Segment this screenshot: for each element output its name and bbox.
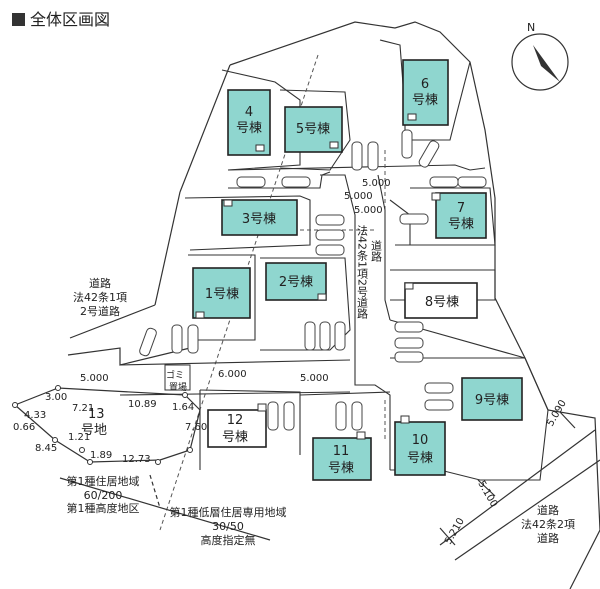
house-11-number: 11 xyxy=(333,444,350,459)
dim-label: 3.00 xyxy=(45,392,67,403)
house-8-label: 8号棟 xyxy=(425,295,459,310)
house-3-label: 3号棟 xyxy=(242,212,276,227)
house-12-label: 号棟 xyxy=(222,430,248,445)
title-square-icon xyxy=(12,13,25,26)
dim-label: 5.210 xyxy=(443,516,467,546)
road-label-center: 道路 法42条1項2号道路 xyxy=(356,224,383,320)
dim-label: 7.60 xyxy=(185,422,207,433)
dim-label: 6.000 xyxy=(218,369,247,380)
svg-text:第1種高度地区: 第1種高度地区 xyxy=(67,501,140,515)
house-4-label: 号棟 xyxy=(236,121,262,136)
dim-label: 12.73 xyxy=(122,454,151,465)
dim-label: 0.66 xyxy=(13,422,35,433)
lot-lines xyxy=(184,39,549,481)
zone-boundary xyxy=(59,474,271,541)
house-10-number: 10 xyxy=(412,433,429,448)
svg-text:道路: 道路 xyxy=(89,276,111,290)
svg-text:60/200: 60/200 xyxy=(84,489,123,502)
center-road-edges xyxy=(320,174,391,470)
road-label-bottom-right: 道路 法42条2項 道路 xyxy=(521,503,575,545)
house-6[interactable]: 6 号棟 xyxy=(402,59,449,126)
dim-label: 5.000 xyxy=(80,373,109,384)
boundary-west-upper xyxy=(179,64,231,193)
svg-text:法42条1項2号道路: 法42条1項2号道路 xyxy=(356,224,369,320)
house-7-label: 号棟 xyxy=(448,217,474,232)
north-compass: N xyxy=(511,21,569,91)
house-4[interactable]: 4 号棟 xyxy=(227,89,271,156)
house-4-number: 4 xyxy=(245,105,253,120)
site-boundary xyxy=(229,21,600,589)
dim-label: 5.100 xyxy=(475,479,499,509)
zone-label-right: 第1種低層住居専用地域 30/50 高度指定無 xyxy=(170,505,287,547)
lot-13-label: 号地 xyxy=(81,423,107,438)
house-3[interactable]: 3号棟 xyxy=(221,199,298,236)
house-6-label: 号棟 xyxy=(412,93,438,108)
house-12-number: 12 xyxy=(227,413,244,428)
house-10-label: 号棟 xyxy=(407,451,433,466)
compass-label: N xyxy=(527,21,535,34)
boundary-west-mid xyxy=(154,191,181,306)
svg-text:ゴミ: ゴミ xyxy=(166,369,184,381)
svg-text:法42条2項: 法42条2項 xyxy=(521,517,575,531)
lot-13: 13 号地 xyxy=(12,385,201,465)
dim-label: 7.21 xyxy=(72,403,94,414)
dim-label: 8.45 xyxy=(35,443,57,454)
compass-arrow-icon xyxy=(533,45,560,82)
house-2-label: 2号棟 xyxy=(279,275,313,290)
dim-label: 4.33 xyxy=(24,410,46,421)
compass-circle xyxy=(511,33,569,91)
svg-text:道路: 道路 xyxy=(370,239,383,263)
svg-text:道路: 道路 xyxy=(537,503,559,517)
boundary-left-road xyxy=(69,304,156,339)
zone-label-left: 第1種住居地域 60/200 第1種高度地区 xyxy=(67,474,140,515)
house-7[interactable]: 7 号棟 xyxy=(431,192,487,239)
svg-text:高度指定無: 高度指定無 xyxy=(201,533,256,547)
svg-text:置場: 置場 xyxy=(169,381,187,393)
road-bands xyxy=(119,359,351,396)
houses: 4 号棟 5号棟 6 号棟 3号棟 7 号棟 xyxy=(192,59,523,481)
dim-label: 5.000 xyxy=(362,178,391,189)
road-label-left: 道路 法42条1項 2号道路 xyxy=(73,276,127,318)
garbage-area: ゴミ 置場 xyxy=(164,364,191,393)
house-2[interactable]: 2号棟 xyxy=(265,262,327,301)
house-9[interactable]: 9号棟 xyxy=(461,377,523,421)
house-10[interactable]: 10 号棟 xyxy=(394,415,446,476)
svg-text:30/50: 30/50 xyxy=(212,520,244,533)
dim-label: 5.000 xyxy=(354,205,383,216)
page-title: 全体区画図 xyxy=(30,10,110,29)
dim-label: 5.000 xyxy=(300,373,329,384)
dim-label: 1.89 xyxy=(90,450,112,461)
dim-label: 10.89 xyxy=(128,399,157,410)
house-8[interactable]: 8号棟 xyxy=(404,282,478,319)
bottom-right-road xyxy=(439,411,600,561)
svg-text:2号道路: 2号道路 xyxy=(80,304,120,318)
svg-text:法42条1項: 法42条1項 xyxy=(73,290,127,304)
house-7-number: 7 xyxy=(457,201,465,216)
svg-text:第1種住居地域: 第1種住居地域 xyxy=(67,474,140,488)
lot-13-number: 13 xyxy=(88,407,105,422)
house-5[interactable]: 5号棟 xyxy=(284,106,343,153)
dim-label: 1.21 xyxy=(68,432,90,443)
house-12[interactable]: 12 号棟 xyxy=(207,403,267,448)
house-11-label: 号棟 xyxy=(328,461,354,476)
house-1-label: 1号棟 xyxy=(205,287,239,302)
svg-text:道路: 道路 xyxy=(537,531,559,545)
house-1[interactable]: 1号棟 xyxy=(192,267,251,319)
house-11[interactable]: 11 号棟 xyxy=(312,431,372,481)
house-9-label: 9号棟 xyxy=(475,393,509,408)
dim-label: 1.64 xyxy=(172,402,194,413)
house-5-label: 5号棟 xyxy=(296,122,330,137)
left-road-edge xyxy=(67,347,191,366)
svg-text:第1種低層住居専用地域: 第1種低層住居専用地域 xyxy=(170,505,287,519)
title-block: 全体区画図 xyxy=(12,10,110,29)
dim-label: 5.000 xyxy=(344,191,373,202)
house-6-number: 6 xyxy=(421,77,429,92)
parking-cars xyxy=(139,129,487,431)
